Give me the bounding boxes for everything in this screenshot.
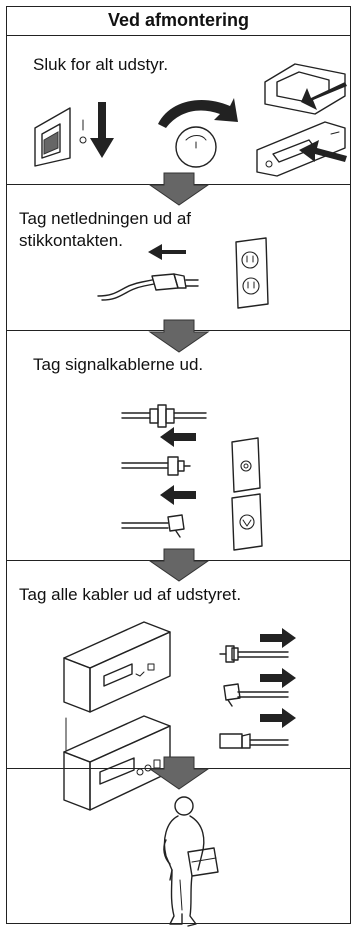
- person-carrying-icon: [163, 796, 219, 927]
- rotary-knob-icon: [158, 98, 238, 168]
- rocker-switch-icon: [256, 63, 347, 177]
- wall-outlet-icon: [235, 237, 269, 309]
- flow-arrow-down-icon: [148, 172, 210, 206]
- wall-outlet-icon: [231, 437, 263, 551]
- step-4-text: Tag alle kabler ud af udstyret.: [19, 585, 242, 604]
- flow-arrow-down-icon: [148, 319, 210, 353]
- power-plug-icon: [97, 244, 199, 301]
- step-2-text: Tag netledningen ud af stikkontakten.: [19, 209, 192, 250]
- flow-arrow-down-icon: [148, 548, 210, 582]
- equipment-device-icon: [63, 621, 171, 713]
- step-1-text: Sluk for alt udstyr.: [33, 55, 169, 74]
- flow-arrow-down-icon: [148, 756, 210, 790]
- page-title: Ved afmontering: [6, 6, 351, 36]
- signal-cable-icon: [121, 404, 207, 538]
- signal-cable-icon: [219, 628, 296, 749]
- step-3-text: Tag signalkablerne ud.: [33, 355, 204, 374]
- wall-switch-icon: [34, 102, 114, 167]
